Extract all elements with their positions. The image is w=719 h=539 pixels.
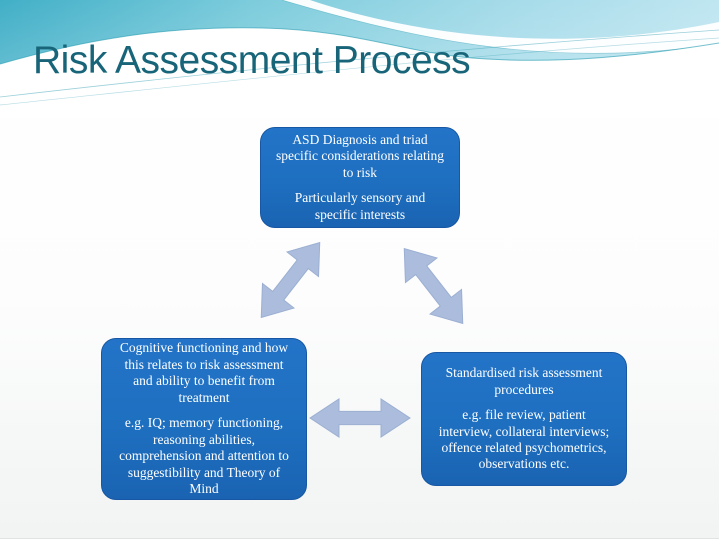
node-standardised-paragraph-2: e.g. file review, patient interview, col… [438,407,610,472]
node-asd-paragraph-2: Particularly sensory and specific intere… [294,190,426,222]
node-cognitive-paragraph-1: Cognitive functioning and how this relat… [119,340,289,405]
node-asd-diagnosis: ASD Diagnosis and triad specific conside… [260,127,460,228]
node-cognitive-paragraph-2: e.g. IQ; memory functioning, reasoning a… [119,415,289,497]
node-standardised-paragraph-1: Standardised risk assessment procedures [445,365,603,397]
page-title: Risk Assessment Process [33,39,471,82]
double-arrow-icon-top-right [403,247,464,325]
double-arrow-icon-bottom [309,398,411,438]
node-cognitive-functioning: Cognitive functioning and how this relat… [101,338,307,500]
header-wave-graphic [0,0,719,118]
double-arrow-icon-top-left [260,241,321,319]
node-asd-paragraph-1: ASD Diagnosis and triad specific conside… [276,131,444,180]
node-standardised-procedures: Standardised risk assessment procedures … [421,352,627,486]
